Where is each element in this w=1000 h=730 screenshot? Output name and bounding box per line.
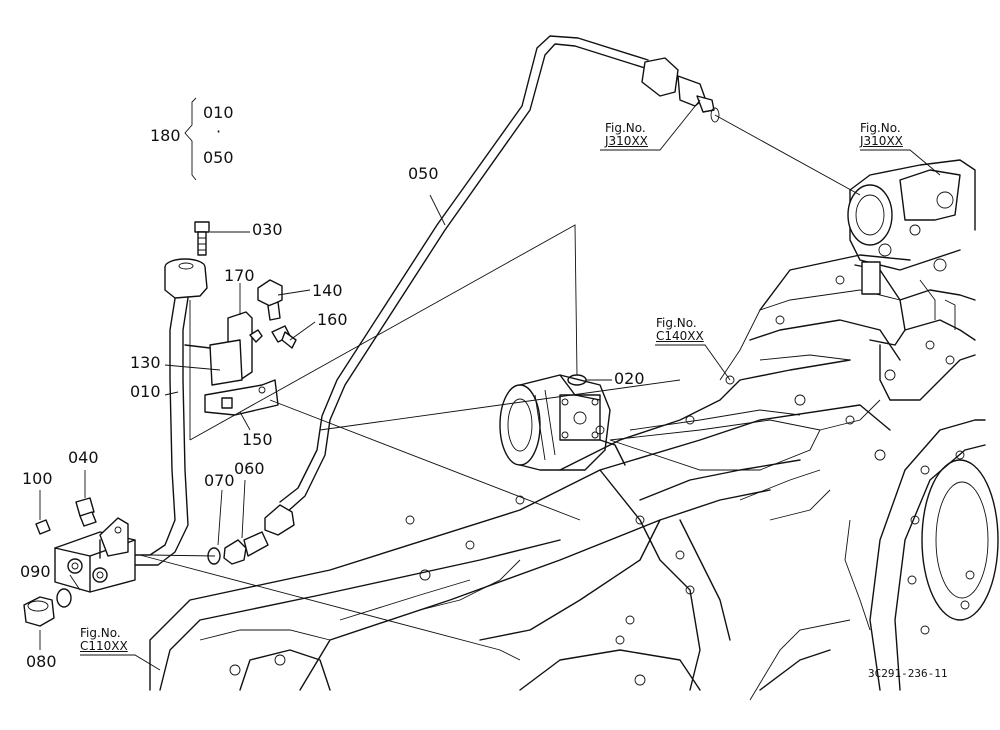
manifold-block [23,497,136,627]
part-label-100: 100 [22,469,53,488]
figure-ref-code: J310XX [605,134,648,148]
part-label-050-range-end: 050 [203,148,234,167]
range-separator-dot: · [216,122,222,141]
figure-ref-title: Fig.No. [605,121,646,135]
part-label-030: 030 [252,220,283,239]
part-label-080: 080 [26,652,57,671]
leader-lines [39,97,941,671]
transmission-housing [149,254,911,701]
figure-ref-c110: Fig.No. C110XX [80,627,128,653]
hydraulic-pump [499,374,626,471]
part-label-170: 170 [224,266,255,285]
part-label-040: 040 [68,448,99,467]
lift-cover [819,159,976,431]
pipe-050 [264,35,720,536]
part-label-010: 010 [130,382,161,401]
fittings-060-070 [207,531,269,565]
figure-ref-code: C140XX [656,329,704,343]
bolt-030 [194,221,210,256]
part-label-130: 130 [130,353,161,372]
figure-ref-code: C110XX [80,639,128,653]
drawing-code: 3C291-236-11 [868,667,948,680]
rear-flange [844,419,999,691]
part-label-150: 150 [242,430,273,449]
part-label-010-range-start: 010 [203,103,234,122]
o-ring-020 [567,374,587,386]
bracket-assembly [184,279,297,416]
part-label-050: 050 [408,164,439,183]
figure-ref-j310-left: Fig.No. J310XX [605,122,648,148]
part-label-060: 060 [234,459,265,478]
figure-ref-j310-right: Fig.No. J310XX [860,122,903,148]
part-label-140: 140 [312,281,343,300]
figure-ref-title: Fig.No. [656,316,697,330]
part-label-090: 090 [20,562,51,581]
figure-ref-code: J310XX [860,134,903,148]
figure-ref-title: Fig.No. [860,121,901,135]
figure-ref-c140: Fig.No. C140XX [656,317,704,343]
pipe-010 [134,258,208,566]
part-label-020: 020 [614,369,645,388]
part-label-070: 070 [204,471,235,490]
part-label-180: 180 [150,126,181,145]
guide-lines [139,114,861,661]
part-label-160: 160 [317,310,348,329]
figure-ref-title: Fig.No. [80,626,121,640]
